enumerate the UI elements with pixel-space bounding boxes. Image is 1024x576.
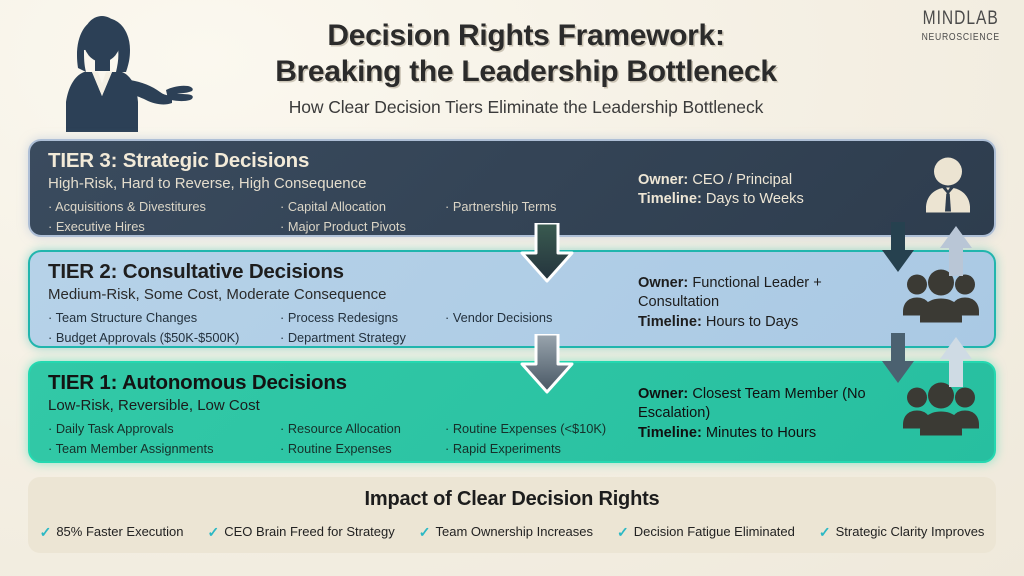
- impact-benefit-list: ✓ 85% Faster Execution ✓ CEO Brain Freed…: [28, 524, 996, 539]
- impact-benefit-item: ✓ Team Ownership Increases: [419, 524, 593, 539]
- tier-decision-column: · Acquisitions & Divestitures · Executiv…: [48, 197, 280, 236]
- page-subtitle: How Clear Decision Tiers Eliminate the L…: [288, 96, 764, 117]
- check-icon: ✓: [207, 523, 220, 540]
- list-item: · Department Strategy: [280, 329, 406, 345]
- impact-benefit-item: ✓ Strategic Clarity Improves: [819, 524, 985, 539]
- list-item: · Resource Allocation: [280, 421, 401, 437]
- tier-meta: Owner: Functional Leader + Consultation …: [638, 274, 893, 332]
- tier-timeline-value: Hours to Days: [705, 313, 799, 330]
- tier-meta: Owner: CEO / Principal Timeline: Days to…: [638, 171, 893, 210]
- tier-subtitle: High-Risk, Hard to Reverse, High Consequ…: [48, 175, 367, 193]
- list-item: · Team Member Assignments: [48, 440, 214, 456]
- impact-title: Impact of Clear Decision Rights: [364, 488, 660, 510]
- tier-timeline-row: Timeline: Hours to Days: [638, 313, 893, 332]
- tier-timeline-row: Timeline: Days to Weeks: [638, 190, 893, 209]
- check-icon: ✓: [818, 523, 831, 540]
- tier-owner-value: Functional Leader + Consultation: [638, 275, 822, 311]
- tier-owner-value: CEO / Principal: [692, 172, 793, 188]
- tier-timeline-row: Timeline: Minutes to Hours: [638, 424, 893, 443]
- tier-decision-column: · Process Redesigns · Department Strateg…: [280, 308, 445, 347]
- tier-timeline-label: Timeline:: [638, 313, 702, 330]
- tier-title: TIER 2: Consultative Decisions: [48, 260, 344, 283]
- tier-meta: Owner: Closest Team Member (No Escalatio…: [638, 385, 893, 443]
- tier-title: TIER 3: Strategic Decisions: [48, 149, 310, 172]
- impact-benefit-label: Team Ownership Increases: [435, 524, 593, 539]
- list-item: · Capital Allocation: [280, 199, 386, 215]
- check-icon: ✓: [39, 523, 52, 540]
- page-title-line1: Decision Rights Framework:: [327, 19, 725, 52]
- tier-subtitle: Low-Risk, Reversible, Low Cost: [48, 397, 260, 415]
- impact-benefit-item: ✓ 85% Faster Execution: [40, 524, 184, 539]
- tier-owner-row: Owner: Closest Team Member (No Escalatio…: [638, 385, 893, 424]
- tier-decision-column: · Capital Allocation · Major Product Piv…: [280, 197, 445, 236]
- list-item: · Partnership Terms: [445, 199, 557, 215]
- tier-owner-label: Owner:: [638, 172, 689, 188]
- tier-decision-column: · Vendor Decisions: [445, 308, 615, 347]
- brand-logo: MINDLAB NEUROSCIENCE: [913, 8, 1008, 43]
- list-item: · Routine Expenses: [280, 440, 392, 456]
- tier-owner-row: Owner: CEO / Principal: [638, 171, 893, 190]
- list-item: · Process Redesigns: [280, 310, 399, 326]
- list-item: · Daily Task Approvals: [48, 421, 174, 437]
- tier-owner-row: Owner: Functional Leader + Consultation: [638, 274, 893, 313]
- tier-subtitle: Medium-Risk, Some Cost, Moderate Consequ…: [48, 286, 387, 304]
- list-item: · Budget Approvals ($50K-$500K): [48, 329, 240, 345]
- header: Decision Rights Framework: Breaking the …: [0, 0, 1024, 132]
- list-item: · Team Structure Changes: [48, 310, 198, 326]
- tier-owner-label: Owner:: [638, 275, 689, 291]
- tier-card-consultative[interactable]: TIER 2: Consultative Decisions Medium-Ri…: [28, 250, 996, 348]
- tier-decision-column: · Daily Task Approvals · Team Member Ass…: [48, 419, 280, 458]
- tier-title: TIER 1: Autonomous Decisions: [48, 371, 347, 394]
- list-item: · Rapid Experiments: [445, 440, 561, 456]
- tier-owner-label: Owner:: [638, 386, 689, 402]
- list-item: · Vendor Decisions: [445, 310, 553, 326]
- impact-benefit-label: 85% Faster Execution: [56, 524, 184, 539]
- group-of-people-icon: [902, 382, 980, 442]
- tier-decision-list: · Team Structure Changes · Budget Approv…: [48, 308, 980, 347]
- businesswoman-silhouette-icon: [38, 6, 198, 132]
- title-block: Decision Rights Framework: Breaking the …: [196, 18, 856, 118]
- tier-owner-value: Closest Team Member (No Escalation): [638, 386, 866, 422]
- list-item: · Acquisitions & Divestitures: [48, 199, 206, 215]
- impact-benefit-label: CEO Brain Freed for Strategy: [224, 524, 395, 539]
- page-title-line2: Breaking the Leadership Bottleneck: [275, 55, 777, 89]
- list-item: · Major Product Pivots: [280, 218, 406, 234]
- brand-logo-tagline: NEUROSCIENCE: [921, 31, 1000, 43]
- tier-decision-column: · Team Structure Changes · Budget Approv…: [48, 308, 280, 347]
- executive-person-icon: [916, 155, 980, 222]
- group-of-people-icon: [902, 269, 980, 329]
- impact-benefit-item: ✓ CEO Brain Freed for Strategy: [208, 524, 395, 539]
- check-icon: ✓: [418, 523, 431, 540]
- brand-logo-name: MINDLAB: [922, 8, 999, 29]
- tier-decision-column: · Partnership Terms: [445, 197, 615, 236]
- tier-timeline-value: Days to Weeks: [705, 191, 804, 208]
- tier-decision-list: · Acquisitions & Divestitures · Executiv…: [48, 197, 980, 236]
- tier-card-strategic[interactable]: TIER 3: Strategic Decisions High-Risk, H…: [28, 139, 996, 237]
- tier-timeline-value: Minutes to Hours: [705, 424, 817, 441]
- list-item: · Executive Hires: [48, 218, 145, 234]
- tier-decision-column: · Routine Expenses (<$10K) · Rapid Exper…: [445, 419, 615, 458]
- impact-benefit-item: ✓ Decision Fatigue Eliminated: [617, 524, 795, 539]
- tier-card-autonomous[interactable]: TIER 1: Autonomous Decisions Low-Risk, R…: [28, 361, 996, 463]
- tier-decision-list: · Daily Task Approvals · Team Member Ass…: [48, 419, 980, 458]
- impact-benefit-label: Decision Fatigue Eliminated: [633, 524, 795, 539]
- check-icon: ✓: [617, 523, 629, 540]
- impact-panel: Impact of Clear Decision Rights ✓ 85% Fa…: [28, 477, 996, 553]
- tier-timeline-label: Timeline:: [638, 424, 702, 441]
- tier-decision-column: · Resource Allocation · Routine Expenses: [280, 419, 445, 458]
- list-item: · Routine Expenses (<$10K): [445, 421, 607, 437]
- tier-timeline-label: Timeline:: [638, 191, 702, 208]
- impact-benefit-label: Strategic Clarity Improves: [835, 524, 985, 539]
